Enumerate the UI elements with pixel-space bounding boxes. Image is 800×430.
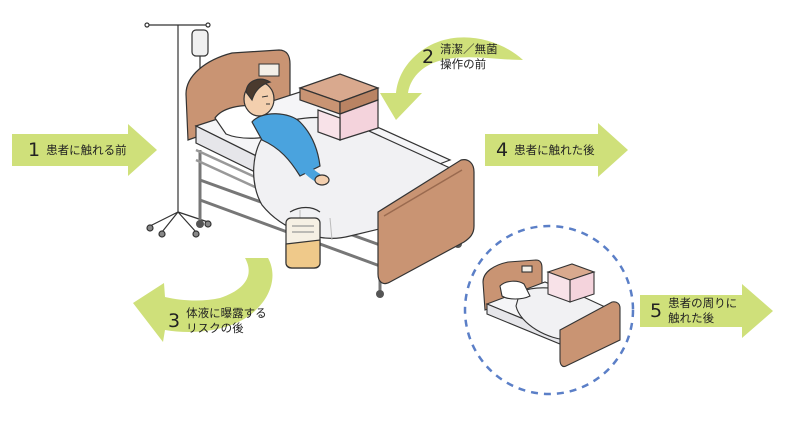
label-moment-4: 4 患者に触れた後 (496, 141, 595, 160)
moment-text: 患者に触れた後 (514, 143, 595, 157)
moment-text-line-1: 清潔／無菌 (440, 42, 498, 56)
moment-number: 4 (496, 139, 509, 161)
label-moment-5: 5 患者の周りに 触れた後 (650, 296, 737, 326)
arrow-moment-2 (380, 37, 523, 120)
moment-number: 2 (422, 45, 435, 68)
arrow-moment-3 (133, 258, 273, 342)
moment-number: 1 (28, 139, 41, 161)
moment-text-line-2: リスクの後 (186, 321, 244, 335)
patient-surroundings-circle (463, 224, 635, 396)
arrow-moment-5 (640, 284, 773, 338)
moment-text-line-2: 触れた後 (668, 311, 715, 325)
moment-number: 3 (168, 309, 181, 332)
moment-text-line-1: 体液に曝露する (186, 306, 267, 320)
bedside-cabinet-icon (298, 73, 380, 141)
arrow-moment-1 (12, 124, 157, 176)
label-moment-1: 1 患者に触れる前 (28, 141, 127, 160)
moment-text: 患者に触れる前 (46, 143, 127, 157)
arrow-moment-4 (485, 123, 628, 177)
small-bed-icon (482, 259, 621, 368)
moment-number: 5 (650, 299, 663, 322)
label-moment-3: 3 体液に曝露する リスクの後 (168, 306, 267, 336)
iv-stand-icon (144, 22, 212, 238)
patient-icon (243, 78, 330, 186)
moment-text-line-1: 患者の周りに (668, 296, 738, 310)
label-moment-2: 2 清潔／無菌 操作の前 (422, 42, 498, 72)
moment-text-line-2: 操作の前 (440, 57, 487, 71)
urine-bag-icon (285, 206, 321, 269)
